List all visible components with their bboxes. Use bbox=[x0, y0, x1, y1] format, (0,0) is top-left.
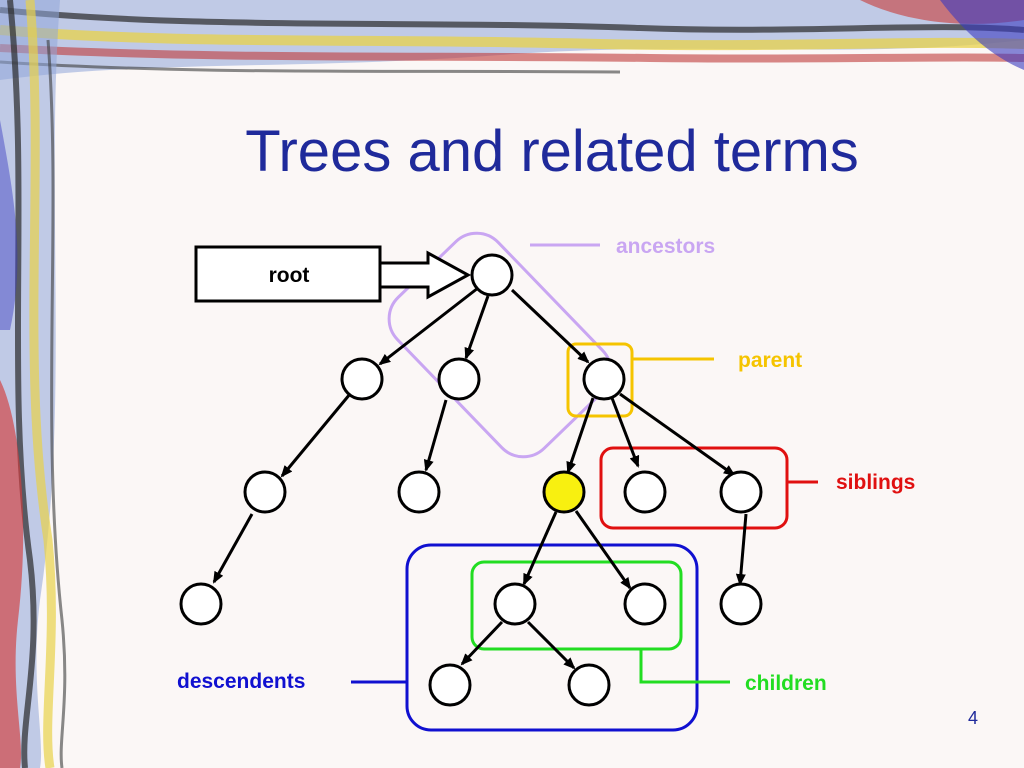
root-label: root bbox=[269, 264, 310, 287]
siblings-label: siblings bbox=[836, 471, 915, 494]
children-leader bbox=[639, 649, 730, 684]
edge bbox=[526, 620, 576, 670]
grandchild-node bbox=[428, 663, 472, 707]
descendents-box bbox=[405, 543, 699, 732]
child-node bbox=[493, 582, 537, 626]
edge bbox=[280, 393, 352, 478]
page-number: 4 bbox=[967, 708, 978, 728]
edge bbox=[566, 397, 595, 474]
tree-node bbox=[243, 470, 287, 514]
root-arrow bbox=[378, 250, 472, 300]
slide-title: Trees and related terms bbox=[245, 119, 859, 184]
descendents-label: descendents bbox=[177, 670, 305, 693]
edge bbox=[574, 510, 632, 590]
children-box bbox=[470, 560, 683, 651]
edge bbox=[423, 399, 448, 472]
parent-label: parent bbox=[738, 349, 802, 372]
tree-edges bbox=[212, 286, 748, 670]
edge bbox=[735, 513, 748, 586]
edge bbox=[460, 620, 504, 666]
child-node bbox=[623, 582, 667, 626]
tree-node bbox=[397, 470, 441, 514]
edge bbox=[378, 286, 479, 366]
root-node bbox=[470, 253, 514, 297]
parent-node bbox=[582, 357, 626, 401]
parent-box bbox=[566, 342, 634, 418]
tree-nodes bbox=[179, 253, 763, 707]
edge bbox=[212, 513, 254, 584]
children-label: children bbox=[745, 672, 827, 695]
ancestors-label: ancestors bbox=[616, 235, 715, 258]
grandchild-node bbox=[567, 663, 611, 707]
root-label-box bbox=[194, 245, 382, 303]
edge bbox=[510, 288, 590, 364]
sibling-node bbox=[623, 470, 667, 514]
tree-node bbox=[437, 357, 481, 401]
edge bbox=[619, 392, 736, 477]
edge bbox=[522, 511, 558, 586]
tree-node bbox=[179, 582, 223, 626]
edge bbox=[464, 295, 490, 360]
sibling-node bbox=[719, 470, 763, 514]
edge bbox=[610, 397, 640, 468]
tree-node bbox=[719, 582, 763, 626]
tree-node bbox=[340, 357, 384, 401]
highlighted-node bbox=[542, 470, 586, 514]
